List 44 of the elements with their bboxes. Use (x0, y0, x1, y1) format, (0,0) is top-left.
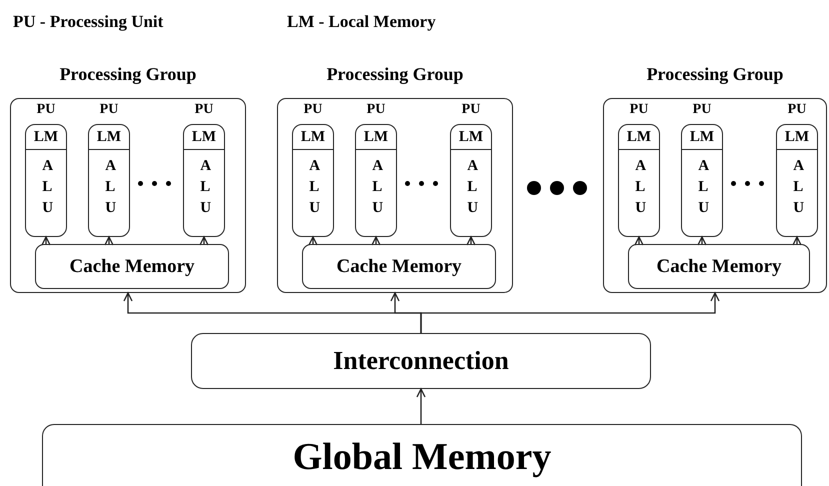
memory-box (191, 333, 651, 389)
legend-note: PU - Processing Unit (13, 12, 164, 32)
memory-box (42, 424, 802, 486)
arrow (634, 236, 644, 246)
local-memory-section: LM (451, 125, 491, 150)
unit-label: PU (194, 102, 214, 118)
local-memory-section: LM (89, 125, 129, 150)
unit-label: PU (628, 102, 650, 118)
unit-label: PU (302, 102, 324, 118)
local-memory-section: LM (619, 125, 659, 150)
arrow (199, 236, 209, 246)
unit-label: PU (98, 102, 120, 118)
cache-memory-box (628, 244, 810, 289)
group-title: Processing Group (58, 64, 198, 85)
cache-memory-box (302, 244, 496, 289)
arrow (466, 236, 476, 246)
local-memory-section: LM (184, 125, 224, 150)
unit-label: PU (366, 102, 386, 118)
block-label: Global Memory (292, 435, 552, 479)
arrow (697, 236, 707, 246)
local-memory-section: LM (777, 125, 817, 150)
cache-memory-box (35, 244, 229, 289)
local-memory-section: LM (26, 125, 66, 150)
group-title: Processing Group (326, 64, 464, 85)
cache-memory-label: Cache Memory (336, 256, 462, 278)
arrow (792, 236, 802, 246)
unit-label: PU (786, 102, 808, 118)
local-memory-section: LM (293, 125, 333, 150)
unit-label: PU (36, 102, 56, 118)
block-label: Interconnection (333, 346, 509, 376)
arrow (371, 236, 381, 246)
cache-memory-label: Cache Memory (656, 256, 782, 278)
arrow (308, 236, 318, 246)
cache-memory-label: Cache Memory (69, 256, 195, 278)
arrow (104, 236, 114, 246)
arrow (420, 292, 720, 333)
unit-label: PU (460, 102, 482, 118)
arrow (41, 236, 51, 246)
local-memory-section: LM (356, 125, 396, 150)
unit-label: PU (692, 102, 712, 118)
legend-note: LM - Local Memory (287, 12, 436, 32)
local-memory-section: LM (682, 125, 722, 150)
arrow (416, 388, 426, 424)
group-title: Processing Group (646, 64, 784, 85)
